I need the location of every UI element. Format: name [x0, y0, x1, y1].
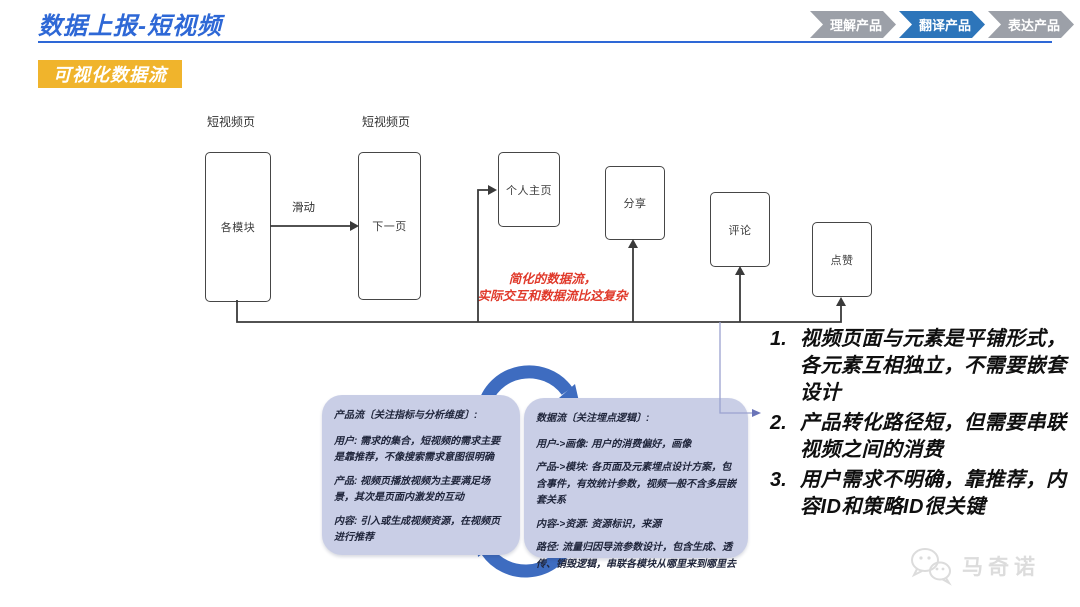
step-express-product: 表达产品: [988, 11, 1074, 38]
page-title: 数据上报-短视频: [38, 13, 222, 40]
watermark-text: 马奇诺: [962, 556, 1040, 579]
product-flow-item-product: 产品: 视频页播放视频为主要满足场景，其次是页面内激发的互动: [334, 475, 491, 504]
watermark: 马奇诺: [908, 545, 1040, 587]
title-underline: [38, 41, 1052, 43]
flow-box-like: 点赞: [812, 222, 872, 297]
data-flow-item-path: 路径: 流量归因导流参数设计，包含生成、透传、销毁逻辑，串联各模块从哪里来到哪里…: [536, 542, 736, 570]
arrowhead-like: [836, 297, 846, 306]
takeaway-number-1: 1.: [770, 328, 787, 350]
takeaway-item-1: 1. 视频页面与元素是平铺形式，各元素互相独立，不需要嵌套设计: [770, 326, 1070, 407]
flow-box-share: 分享: [605, 166, 665, 240]
flow-box-modules: 各模块: [205, 152, 271, 302]
flow-box-next-page: 下一页: [358, 152, 421, 300]
note-line-2: 实际交互和数据流比这复杂: [477, 288, 628, 303]
arrowhead-takeaways: [752, 409, 761, 417]
wechat-icon: [911, 548, 952, 586]
takeaway-number-2: 2.: [770, 412, 787, 434]
simplified-flow-note: 简化的数据流， 实际交互和数据流比这复杂: [435, 271, 670, 305]
arrowhead-share: [628, 239, 638, 248]
takeaway-text-3: 用户需求不明确，靠推荐，内容ID和策略ID很关键: [800, 469, 1067, 518]
takeaway-number-3: 3.: [770, 469, 787, 491]
process-steps: 理解产品 翻译产品 表达产品: [810, 11, 1074, 38]
arrowhead-profile: [488, 185, 497, 195]
product-flow-item-content: 内容: 引入或生成视频资源，在视频页进行推荐: [334, 515, 501, 544]
swipe-label: 滑动: [292, 202, 315, 214]
page-label-left: 短视频页: [207, 115, 256, 129]
takeaway-text-2: 产品转化路径短，但需要串联视频之间的消费: [800, 412, 1067, 461]
flow-box-comment: 评论: [710, 192, 770, 267]
takeaway-item-3: 3. 用户需求不明确，靠推荐，内容ID和策略ID很关键: [770, 467, 1070, 521]
product-flow-panel: 产品流〔关注指标与分析维度〕: 用户: 需求的集合，短视频的需求主要是靠推荐，不…: [322, 395, 520, 555]
flow-box-profile-page: 个人主页: [498, 152, 560, 227]
step-translate-product: 翻译产品: [899, 11, 985, 38]
step-understand-product: 理解产品: [810, 11, 896, 38]
page-label-right: 短视频页: [362, 115, 411, 129]
product-flow-item-user: 用户: 需求的集合，短视频的需求主要是靠推荐，不像搜索需求意图很明确: [334, 435, 501, 464]
product-flow-title: 产品流〔关注指标与分析维度〕:: [334, 410, 478, 421]
data-flow-item-product: 产品->模块: 各页面及元素埋点设计方案，包含事件，有效统计参数，视频一般不含多…: [536, 462, 736, 506]
data-flow-title: 数据流〔关注埋点逻辑〕:: [536, 413, 650, 424]
data-flow-item-content: 内容->资源: 资源标识，来源: [536, 518, 662, 530]
data-flow-panel: 数据流〔关注埋点逻辑〕: 用户->画像: 用户的消费偏好，画像 产品->模块: …: [524, 398, 748, 570]
arrowhead-comment: [735, 266, 745, 275]
section-badge: 可视化数据流: [38, 60, 182, 88]
takeaway-list: 1. 视频页面与元素是平铺形式，各元素互相独立，不需要嵌套设计 2. 产品转化路…: [770, 326, 1070, 524]
note-line-1: 简化的数据流，: [508, 272, 597, 286]
data-flow-item-user: 用户->画像: 用户的消费偏好，画像: [536, 438, 692, 450]
takeaway-text-1: 视频页面与元素是平铺形式，各元素互相独立，不需要嵌套设计: [800, 328, 1067, 404]
takeaway-item-2: 2. 产品转化路径短，但需要串联视频之间的消费: [770, 410, 1070, 464]
